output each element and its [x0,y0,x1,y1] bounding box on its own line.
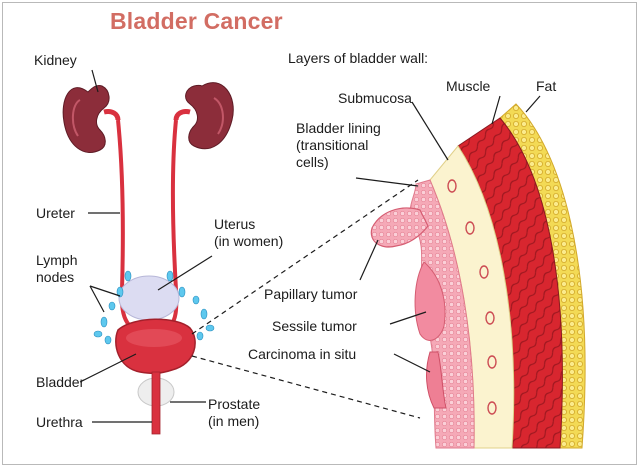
label-lining-line3: cells) [296,154,381,171]
urethra [152,372,160,434]
label-prostate-line2: (in men) [208,413,260,430]
label-prostate-line1: Prostate [208,396,260,413]
label-uterus: Uterus (in women) [214,216,283,250]
label-kidney: Kidney [34,52,77,69]
label-prostate: Prostate (in men) [208,396,260,430]
label-lymph-line1: Lymph [36,252,78,269]
label-papillary-tumor: Papillary tumor [264,286,357,303]
zoom-line-top [192,180,418,334]
label-bladder-lining: Bladder lining (transitional cells) [296,120,381,171]
label-urethra: Urethra [36,414,83,431]
label-carcinoma-in-situ: Carcinoma in situ [248,346,356,363]
page-title: Bladder Cancer [110,8,283,35]
label-lymph-nodes: Lymph nodes [36,252,78,286]
label-submucosa: Submucosa [338,90,412,107]
kidney-left [63,85,118,152]
papillary-tumor [371,208,428,247]
kidney-right [176,83,233,149]
label-uterus-line1: Uterus [214,216,283,233]
label-sessile-tumor: Sessile tumor [272,318,357,335]
label-layers-heading: Layers of bladder wall: [288,50,428,67]
label-bladder: Bladder [36,374,84,391]
label-lining-line2: (transitional [296,137,381,154]
label-uterus-line2: (in women) [214,233,283,250]
label-fat: Fat [536,78,556,95]
label-ureter: Ureter [36,205,75,222]
label-lining-line1: Bladder lining [296,120,381,137]
label-lymph-line2: nodes [36,269,78,286]
label-muscle: Muscle [446,78,490,95]
